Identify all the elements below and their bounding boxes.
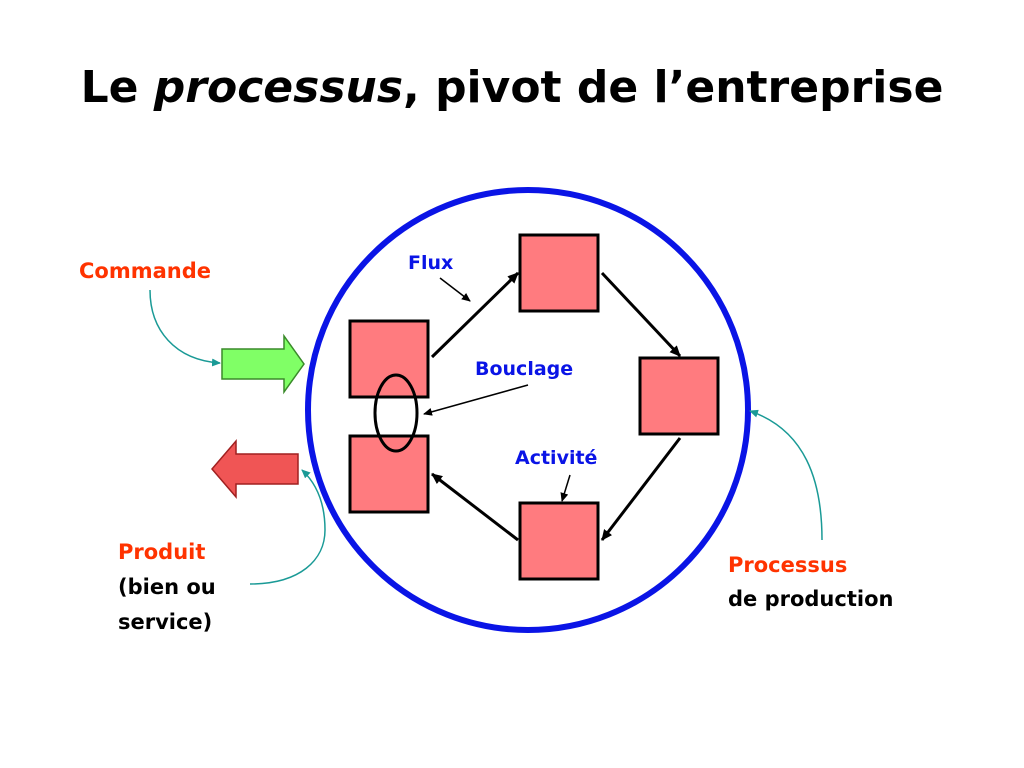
flow-arrow-top-to-right	[600, 271, 682, 358]
flow-arrow-bottom-to-left-lower	[431, 472, 519, 542]
activity-box-top	[518, 233, 600, 313]
produit-label: Produit	[118, 540, 205, 564]
title-part-1: Le	[80, 62, 154, 113]
processus-label: Processus	[728, 553, 847, 577]
bouclage-label: Bouclage	[475, 358, 573, 380]
flux-pointer-arrow	[439, 277, 471, 302]
activite-label: Activité	[515, 447, 597, 469]
activity-box-bottom	[518, 501, 600, 581]
title-part-2-italic: processus	[153, 62, 404, 113]
processus-detail-label: de production	[728, 587, 893, 611]
loop-ellipse	[373, 373, 419, 453]
output-arrow-red	[211, 438, 299, 500]
title-part-3: , pivot de l’entreprise	[403, 62, 944, 113]
slide-title: Le processus, pivot de l’entreprise	[0, 62, 1024, 113]
process-boundary-circle	[305, 187, 751, 633]
produit-detail-line-2: service)	[118, 610, 212, 634]
produit-connector-curve	[249, 469, 326, 585]
processus-connector-curve	[749, 409, 823, 541]
flux-label: Flux	[408, 252, 453, 274]
bouclage-pointer-arrow	[423, 384, 529, 416]
flow-arrow-right-to-bottom	[600, 437, 682, 541]
flow-arrow-left-upper-to-top	[430, 271, 520, 359]
input-arrow-green	[221, 333, 305, 395]
commande-connector-curve	[149, 289, 221, 367]
produit-detail-line-1: (bien ou	[118, 575, 216, 599]
activity-box-left-upper	[348, 319, 430, 399]
activity-box-right	[638, 356, 720, 436]
activite-pointer-arrow	[560, 474, 571, 502]
commande-label: Commande	[79, 259, 211, 283]
